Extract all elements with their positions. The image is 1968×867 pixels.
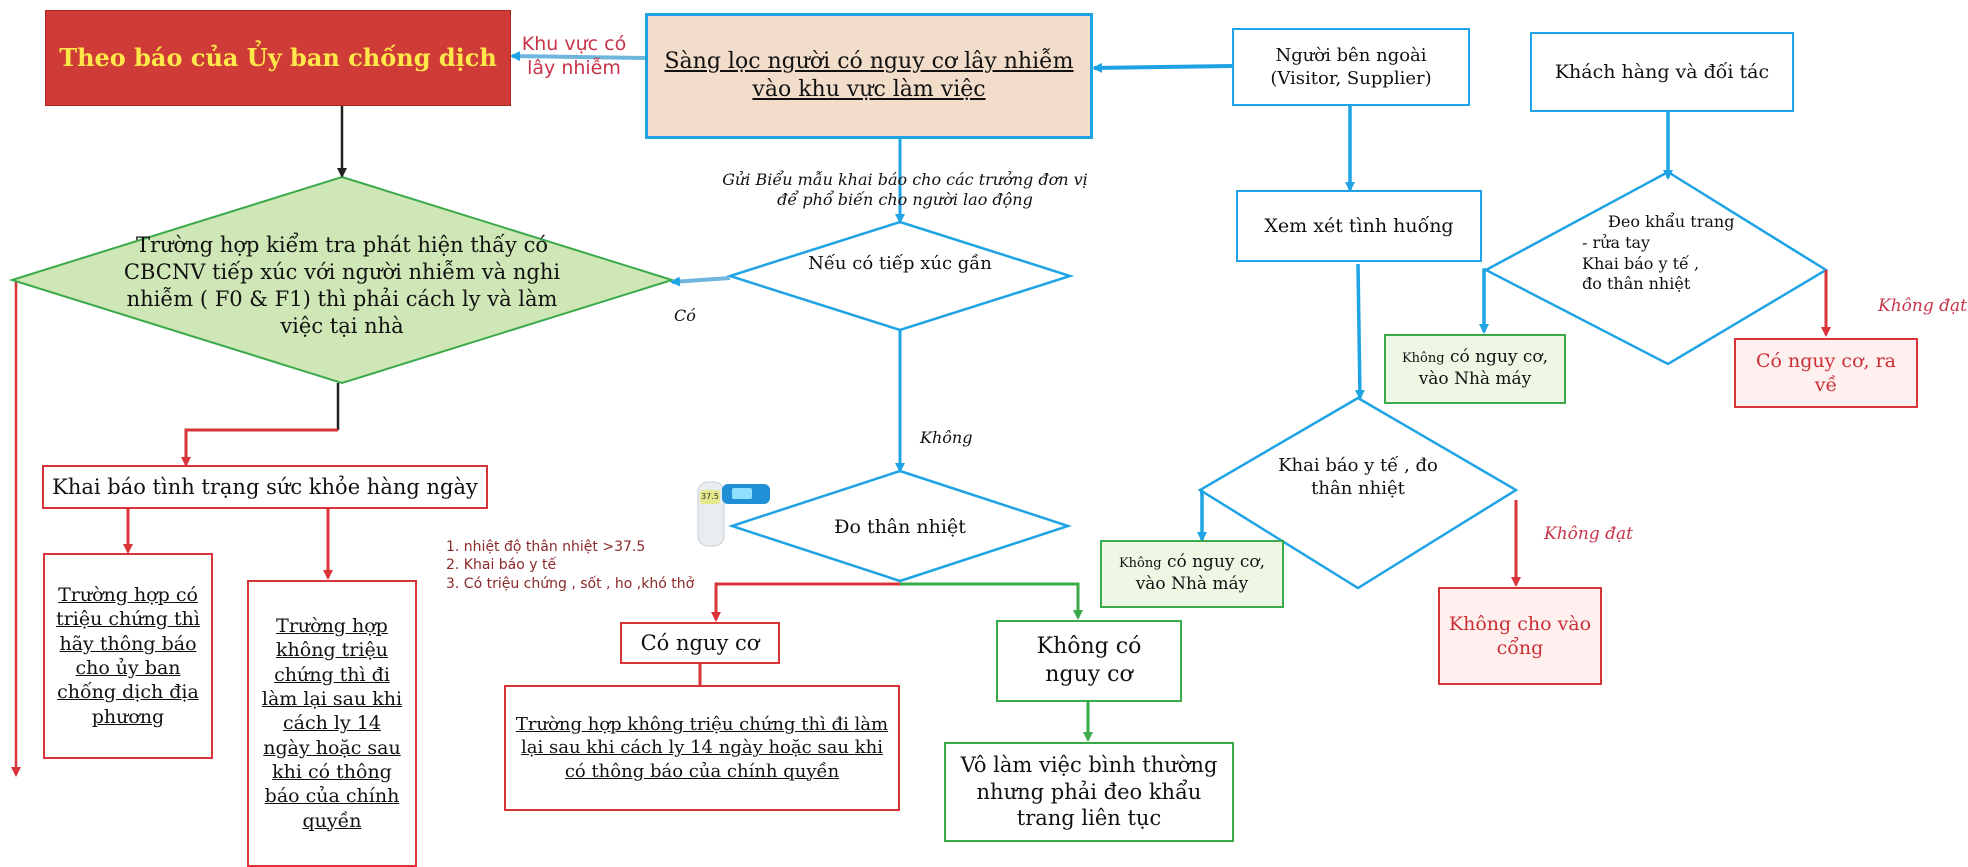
visitor-denied-text: Không cho vào cổng [1448,612,1592,659]
arrow-temperature-to-no-risk [900,582,1083,620]
symptom-case-box: Trường hợp có triệu chứng thì hãy thông … [43,553,213,759]
visitor-no-risk-rest: có nguy cơ, vào Nhà máy [1135,552,1266,594]
visitor-no-risk-box: Không có nguy cơ, vào Nhà máy [1100,540,1284,608]
infected-area-label: Khu vực có lây nhiễm [521,33,627,80]
isolation-text: Trường hợp kiểm tra phát hiện thấy có CB… [123,233,561,338]
arrow-checks-to-no-risk [1479,268,1489,334]
yes-label: Có [674,306,696,325]
criteria-item-1: 1. nhiệt độ thân nhiệt >37.5 [446,539,646,555]
customer-text: Khách hàng và đối tác [1554,60,1770,83]
thermometer-reading: 37.5 [701,492,719,501]
temperature-diamond [727,469,1073,583]
not-passed-label-visitor: Không đạt [1544,524,1633,544]
arrow-temperature-to-at-risk [711,582,900,622]
daily-health-box: Khai báo tình trạng sức khỏe hàng ngày [42,465,488,509]
daily-health-text: Khai báo tình trạng sức khỏe hàng ngày [52,474,478,499]
customer-at-risk-text: Có nguy cơ, ra về [1756,349,1896,396]
customer-no-risk-rest: có nguy cơ, vào Nhà máy [1418,347,1549,389]
visitor-denied-box: Không cho vào cổng [1438,587,1602,685]
arrow-review-to-declaration [1354,263,1365,400]
criteria-item-2: 2. Khai báo y tế [446,557,557,574]
screening-box: Sàng lọc người có nguy cơ lây nhiễm vào … [645,13,1093,139]
arrow-screening-to-committee [510,51,647,62]
contact-diamond [725,220,1075,332]
visitor-declaration-diamond [1197,396,1519,590]
visitor-declaration-text: Khai báo y tế , đo thân nhiệt [1278,455,1438,500]
thermometer-icon [697,481,770,547]
customer-no-risk-box: Không có nguy cơ, vào Nhà máy [1384,334,1566,404]
no-risk-text: Không có nguy cơ [1036,633,1142,687]
contact-decision-text: Nếu có tiếp xúc gần [808,253,992,274]
review-text: Xem xét tình huống [1264,214,1454,237]
arrow-contact-to-isolation [670,276,731,287]
customer-box: Khách hàng và đối tác [1530,32,1794,112]
at-risk-followup-text: Trường hợp không triệu chứng thì đi làm … [515,714,889,782]
temperature-check-text: Đo thân nhiệt [834,516,966,538]
arrow-isolation-to-health [181,428,338,467]
at-risk-text: Có nguy cơ [640,630,760,655]
customer-checks-diamond [1483,170,1829,366]
arrow-visitor-to-screening [1092,62,1233,73]
work-normally-box: Vô làm việc bình thường nhưng phải đeo k… [944,742,1234,842]
committee-text: Theo báo của Ủy ban chống dịch [59,42,497,72]
review-box: Xem xét tình huống [1236,190,1482,262]
customer-no-risk-prefix: Không [1401,351,1445,367]
no-symptom-case-box: Trường hợp không triệu chứng thì đi làm … [247,580,417,867]
no-symptom-case-text: Trường hợp không triệu chứng thì đi làm … [261,615,403,832]
arrow-declaration-to-no-risk [1197,490,1207,542]
no-risk-box: Không có nguy cơ [996,620,1182,702]
criteria-item-3: 3. Có triệu chứng , sốt , ho ,khó thở [446,575,695,592]
criteria-list: 1. nhiệt độ thân nhiệt >37.5 2. Khai báo… [446,538,694,593]
screening-text: Sàng lọc người có nguy cơ lây nhiễm vào … [664,48,1074,102]
customer-checks-text: Đeo khẩu trang - rửa tay Khai báo y tế ,… [1582,212,1735,294]
at-risk-followup-box: Trường hợp không triệu chứng thì đi làm … [504,685,900,811]
customer-at-risk-box: Có nguy cơ, ra về [1734,338,1918,408]
visitor-box: Người bên ngoài (Visitor, Supplier) [1232,28,1470,106]
symptom-case-text: Trường hợp có triệu chứng thì hãy thông … [56,584,200,728]
at-risk-box: Có nguy cơ [620,622,780,664]
visitor-text: Người bên ngoài (Visitor, Supplier) [1270,44,1432,89]
send-form-label: Gửi Biểu mẫu khai báo cho các trưởng đơn… [722,170,1088,210]
work-normally-text: Vô làm việc bình thường nhưng phải đeo k… [960,752,1218,831]
no-label: Không [920,428,973,447]
isolation-diamond [8,175,676,385]
not-passed-label-customer: Không đạt [1878,296,1967,316]
visitor-no-risk-prefix: Không [1118,556,1162,572]
committee-box: Theo báo của Ủy ban chống dịch [45,10,511,106]
